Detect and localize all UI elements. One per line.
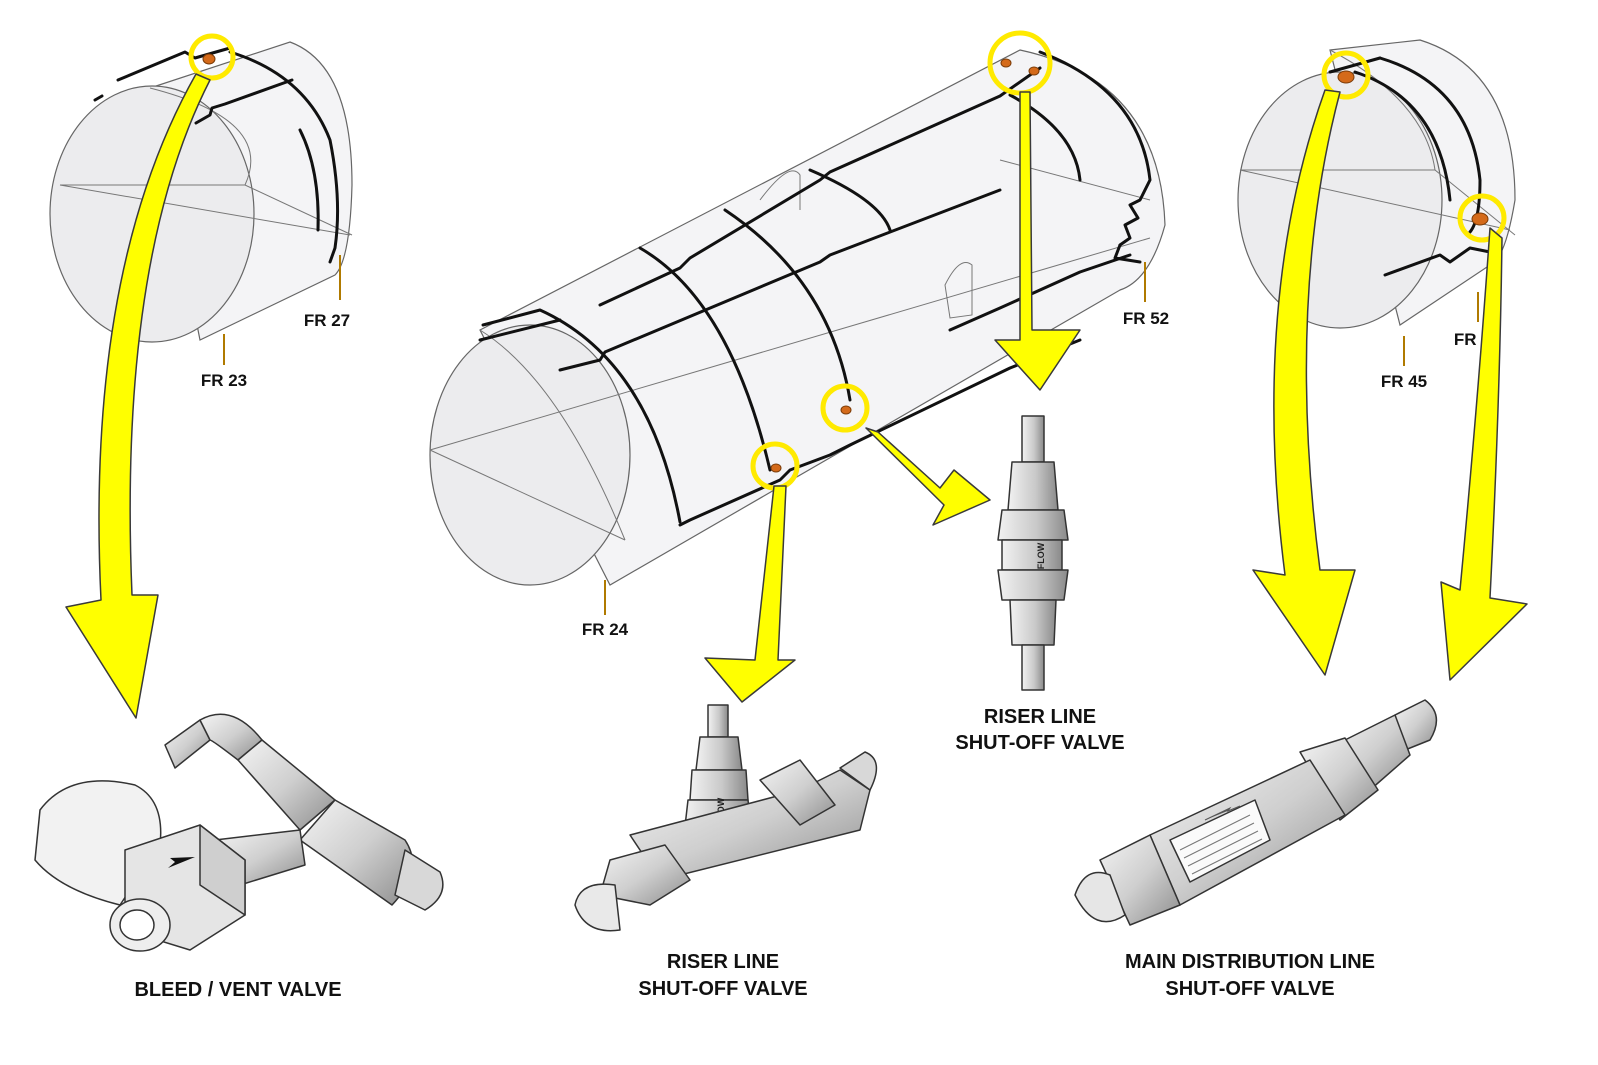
caption-riser-right-line2: SHUT-OFF VALVE [955, 732, 1124, 754]
riser-shutoff-valve-center-illustration: FLOW RISER LINE SHUT-OFF VALVE [574, 704, 878, 1000]
caption-main-distribution-line1: MAIN DISTRIBUTION LINE [1125, 951, 1375, 973]
callout-arrow-main-aft [1440, 227, 1528, 681]
left-fuselage-section: FR 27 FR 23 [49, 33, 353, 390]
center-fuselage-section: FR 52 FR 24 [429, 30, 1169, 639]
frame-label-fr24: FR 24 [582, 620, 629, 639]
riser-shutoff-valve-right-illustration: FLOW RISER LINE SHUT-OFF VALVE [955, 415, 1125, 754]
callout-arrow-riser-right [865, 427, 991, 526]
flow-marking-right: FLOW [1036, 542, 1046, 569]
callout-arrow-bleed-valve [65, 73, 211, 719]
caption-riser-center-line1: RISER LINE [667, 951, 779, 973]
callout-arrows [65, 73, 1528, 719]
main-distribution-shutoff-valve-illustration: MAIN DISTRIBUTION LINE SHUT-OFF VALVE [1074, 699, 1438, 1000]
callout-arrow-main-fwd [1252, 89, 1356, 676]
frame-label-fr45: FR 45 [1381, 372, 1427, 391]
caption-riser-center-line2: SHUT-OFF VALVE [638, 978, 807, 1000]
bleed-vent-valve-illustration: BLEED / VENT VALVE [34, 713, 444, 1001]
frame-label-fr23: FR 23 [201, 371, 247, 390]
frame-label-fr52-center: FR 52 [1123, 309, 1169, 328]
callout-arrow-riser-top [994, 91, 1081, 391]
caption-main-distribution-line2: SHUT-OFF VALVE [1165, 978, 1334, 1000]
callout-arrow-riser-center [704, 485, 796, 703]
frame-label-fr27: FR 27 [304, 311, 350, 330]
caption-riser-right-line1: RISER LINE [984, 706, 1096, 728]
caption-bleed-vent-valve: BLEED / VENT VALVE [134, 979, 341, 1001]
